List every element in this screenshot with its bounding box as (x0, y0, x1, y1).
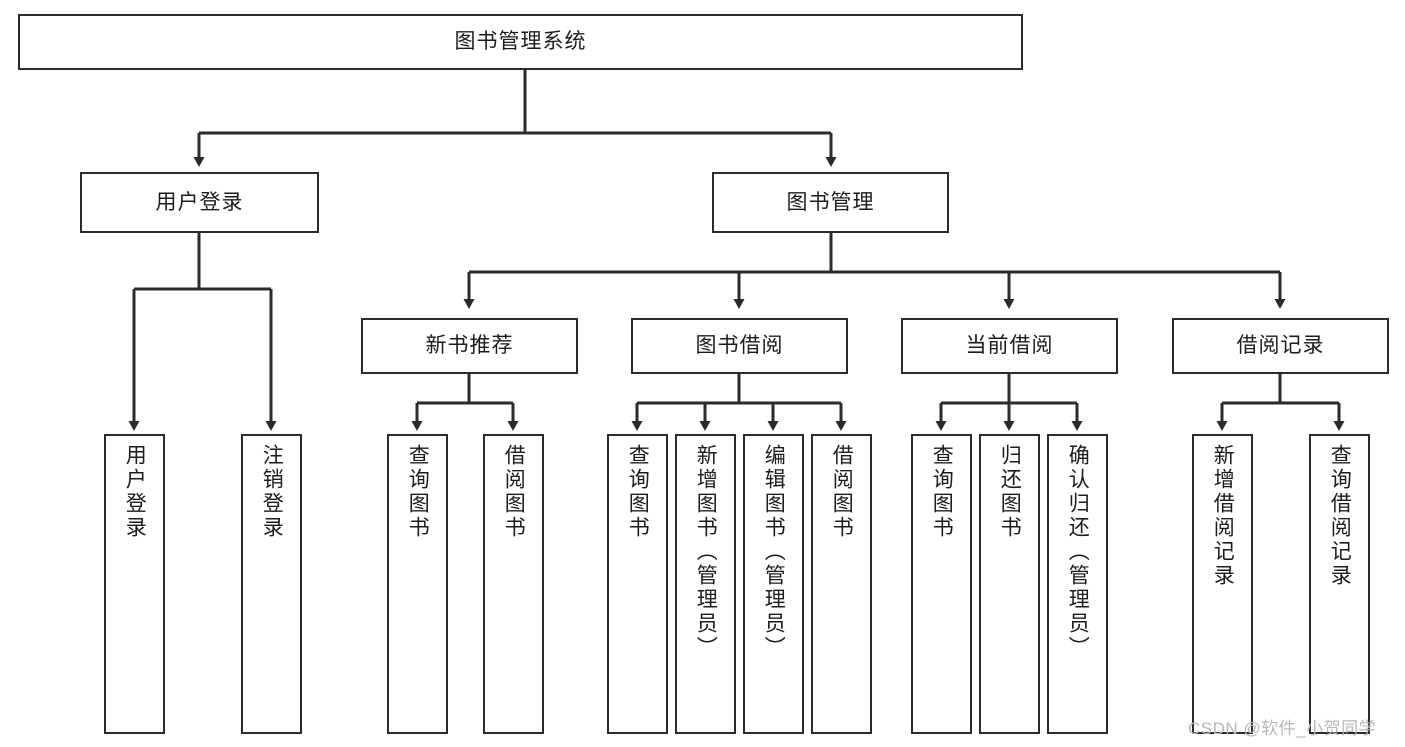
node-label: 图书借阅 (695, 334, 784, 358)
leaf-label: 查询图书 (930, 444, 954, 540)
leaf-current-confirm-return-admin[interactable]: 确认归还（管理员） (1047, 434, 1108, 734)
leaf-borrow-borrow-book[interactable]: 借阅图书 (811, 434, 872, 734)
leaf-record-query-record[interactable]: 查询借阅记录 (1309, 434, 1370, 734)
node-label: 借阅记录 (1236, 334, 1325, 358)
leaf-label: 新增图书（管理员） (694, 444, 718, 660)
leaf-user-login-login[interactable]: 用户登录 (104, 434, 165, 734)
node-root-system[interactable]: 图书管理系统 (18, 14, 1023, 70)
leaf-record-add-record[interactable]: 新增借阅记录 (1192, 434, 1253, 734)
leaf-label: 查询借阅记录 (1328, 444, 1352, 588)
node-book-borrow[interactable]: 图书借阅 (631, 318, 848, 374)
node-label: 当前借阅 (965, 334, 1054, 358)
watermark-text: CSDN @软件_小贺同学 (1188, 719, 1377, 738)
leaf-label: 借阅图书 (830, 444, 854, 540)
leaf-label: 查询图书 (406, 444, 430, 540)
leaf-borrow-add-book-admin[interactable]: 新增图书（管理员） (675, 434, 736, 734)
leaf-current-return-book[interactable]: 归还图书 (979, 434, 1040, 734)
leaf-label: 新增借阅记录 (1211, 444, 1235, 588)
node-label: 图书管理系统 (454, 30, 587, 54)
leaf-current-query-book[interactable]: 查询图书 (911, 434, 972, 734)
leaf-borrow-query-book[interactable]: 查询图书 (607, 434, 668, 734)
leaf-recommend-query-book[interactable]: 查询图书 (387, 434, 448, 734)
leaf-label: 确认归还（管理员） (1066, 444, 1090, 660)
node-label: 新书推荐 (425, 334, 514, 358)
leaf-label: 查询图书 (626, 444, 650, 540)
node-user-login[interactable]: 用户登录 (80, 172, 319, 233)
node-book-management[interactable]: 图书管理 (712, 172, 949, 233)
leaf-label: 编辑图书（管理员） (762, 444, 786, 660)
node-borrow-record[interactable]: 借阅记录 (1172, 318, 1389, 374)
leaf-recommend-borrow-book[interactable]: 借阅图书 (483, 434, 544, 734)
leaf-label: 用户登录 (123, 444, 147, 540)
leaf-label: 注销登录 (260, 444, 284, 540)
node-label: 图书管理 (786, 190, 875, 214)
leaf-borrow-edit-book-admin[interactable]: 编辑图书（管理员） (743, 434, 804, 734)
node-current-borrow[interactable]: 当前借阅 (901, 318, 1118, 374)
leaf-label: 归还图书 (998, 444, 1022, 540)
node-new-book-recommend[interactable]: 新书推荐 (361, 318, 578, 374)
node-label: 用户登录 (155, 190, 244, 214)
leaf-user-login-logout[interactable]: 注销登录 (241, 434, 302, 734)
leaf-label: 借阅图书 (502, 444, 526, 540)
